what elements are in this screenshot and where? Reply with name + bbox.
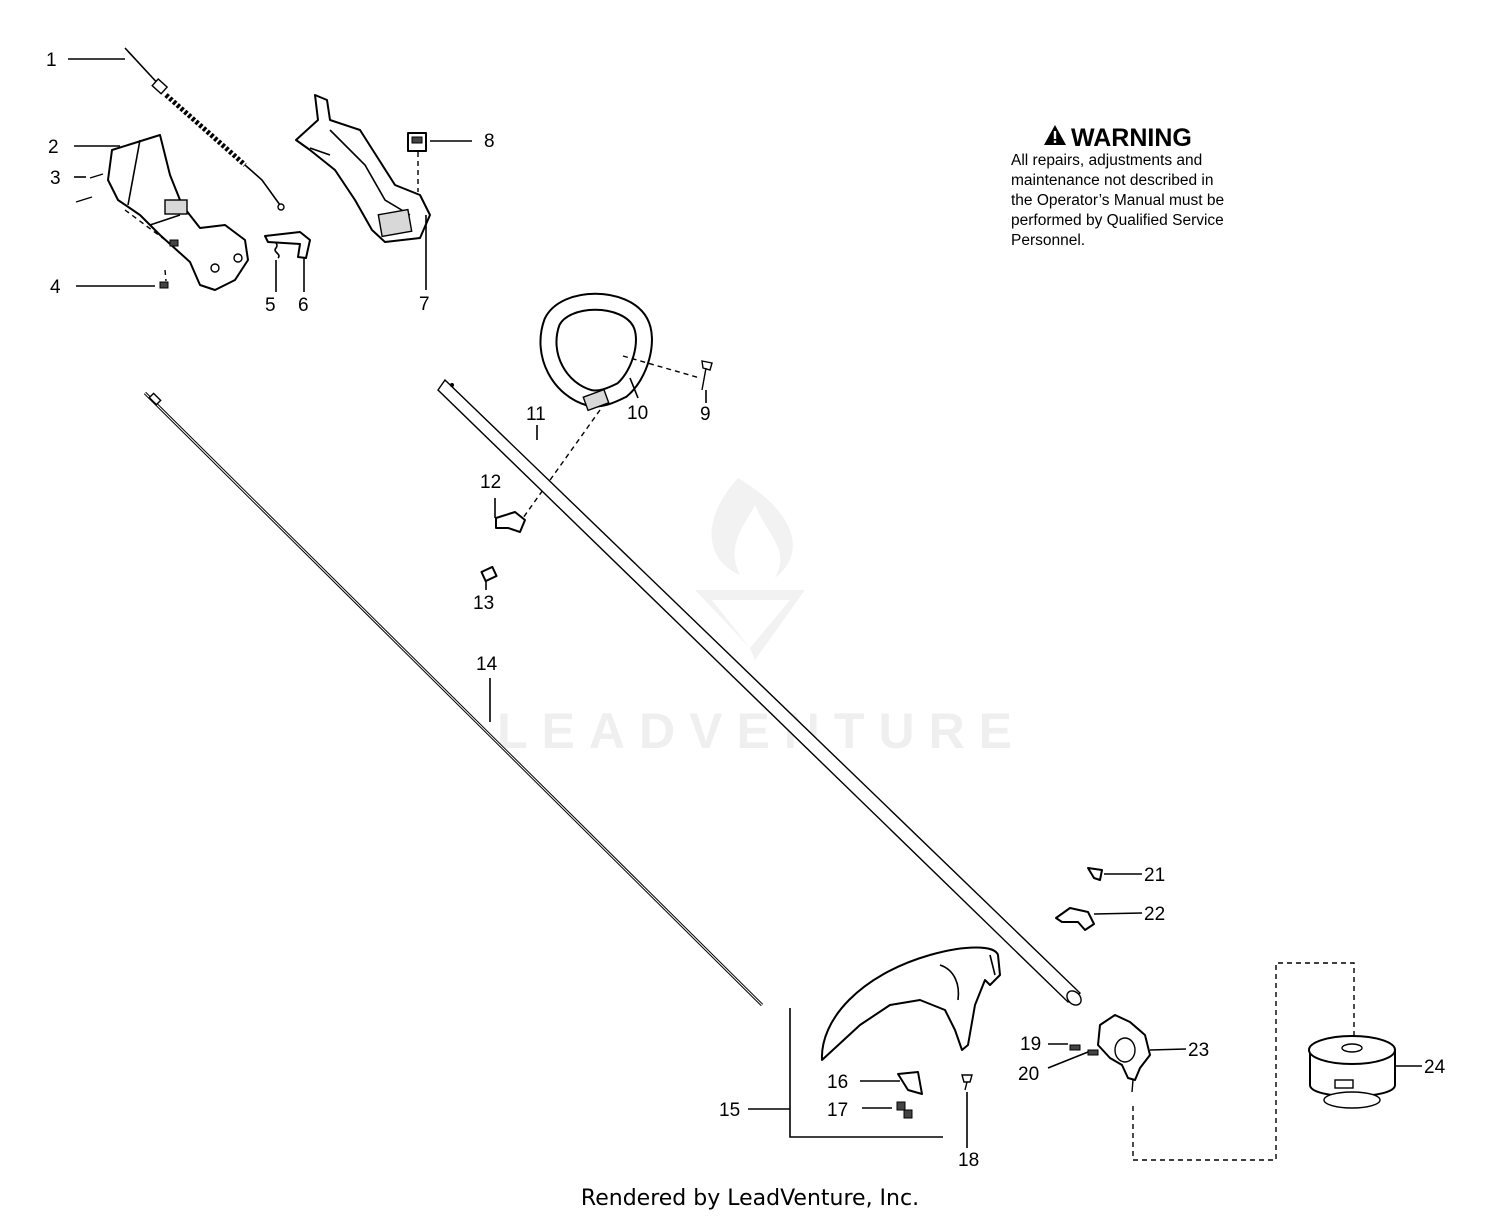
- callout-15: 15: [719, 1100, 740, 1121]
- screws-3: [75, 173, 173, 246]
- ignition-switch: [407, 132, 427, 192]
- callout-3: 3: [50, 168, 61, 189]
- grass-shield: [820, 946, 1001, 1061]
- callout-23: 23: [1188, 1040, 1209, 1061]
- gearhead: [1097, 1014, 1151, 1093]
- callout-24: 24: [1424, 1057, 1446, 1078]
- callout-8: 8: [484, 131, 495, 152]
- callout-11: 11: [526, 404, 546, 425]
- loop-handle: [517, 292, 701, 526]
- shield-screws: [896, 1101, 913, 1119]
- callout-10: 10: [627, 403, 648, 424]
- throttle-cable: [124, 47, 285, 211]
- shaft-tube: [437, 378, 1082, 1006]
- rear-handle-housing: [107, 134, 249, 291]
- throttle-trigger: [264, 231, 311, 259]
- nuts-4: [159, 239, 179, 289]
- drive-shaft: [143, 391, 764, 1007]
- assembly-path: [1132, 962, 1355, 1161]
- callout-20: 20: [1018, 1064, 1039, 1085]
- callout-9: 9: [700, 404, 711, 425]
- callout-16: 16: [827, 1072, 848, 1093]
- shield-bracket: [897, 1071, 923, 1095]
- callout-18: 18: [958, 1150, 979, 1171]
- callout-1: 1: [46, 50, 57, 71]
- callout-21: 21: [1144, 865, 1165, 886]
- callout-6: 6: [298, 295, 309, 316]
- callout-13: 13: [473, 593, 494, 614]
- handle-lower-housing: [295, 94, 431, 243]
- handle-bolt: [701, 360, 713, 391]
- clamp-nut: [480, 565, 498, 583]
- callout-22: 22: [1144, 904, 1165, 925]
- gearhead-screw-19: [1069, 1044, 1081, 1051]
- callout-leaders: [68, 58, 1422, 1148]
- callout-7: 7: [419, 294, 430, 315]
- callout-5: 5: [265, 295, 276, 316]
- callout-4: 4: [50, 277, 61, 298]
- footer-credit: Rendered by LeadVenture, Inc.: [580, 1186, 920, 1211]
- callout-19: 19: [1020, 1034, 1041, 1055]
- shield-clamp: [1055, 907, 1095, 931]
- handle-clamp: [495, 511, 526, 533]
- callout-2: 2: [48, 137, 59, 158]
- trimmer-head: [1308, 1035, 1396, 1109]
- warning-heading: WARNING: [1043, 124, 1291, 151]
- gearhead-screw-20: [1087, 1049, 1099, 1056]
- watermark-text: LEADVENTURE: [497, 703, 1026, 759]
- warning-body: All repairs, adjustments and maintenance…: [1011, 152, 1225, 249]
- warning-title: WARNING: [1071, 123, 1192, 152]
- clamp-screw: [1087, 867, 1103, 881]
- callout-14: 14: [476, 654, 498, 675]
- warning-notice: WARNING All repairs, adjustments and mai…: [1011, 124, 1291, 251]
- callout-12: 12: [480, 472, 501, 493]
- leadventure-watermark-logo: [695, 478, 805, 660]
- shield-bolt: [961, 1074, 973, 1091]
- callout-17: 17: [827, 1100, 848, 1121]
- warning-triangle-icon: [1043, 124, 1067, 151]
